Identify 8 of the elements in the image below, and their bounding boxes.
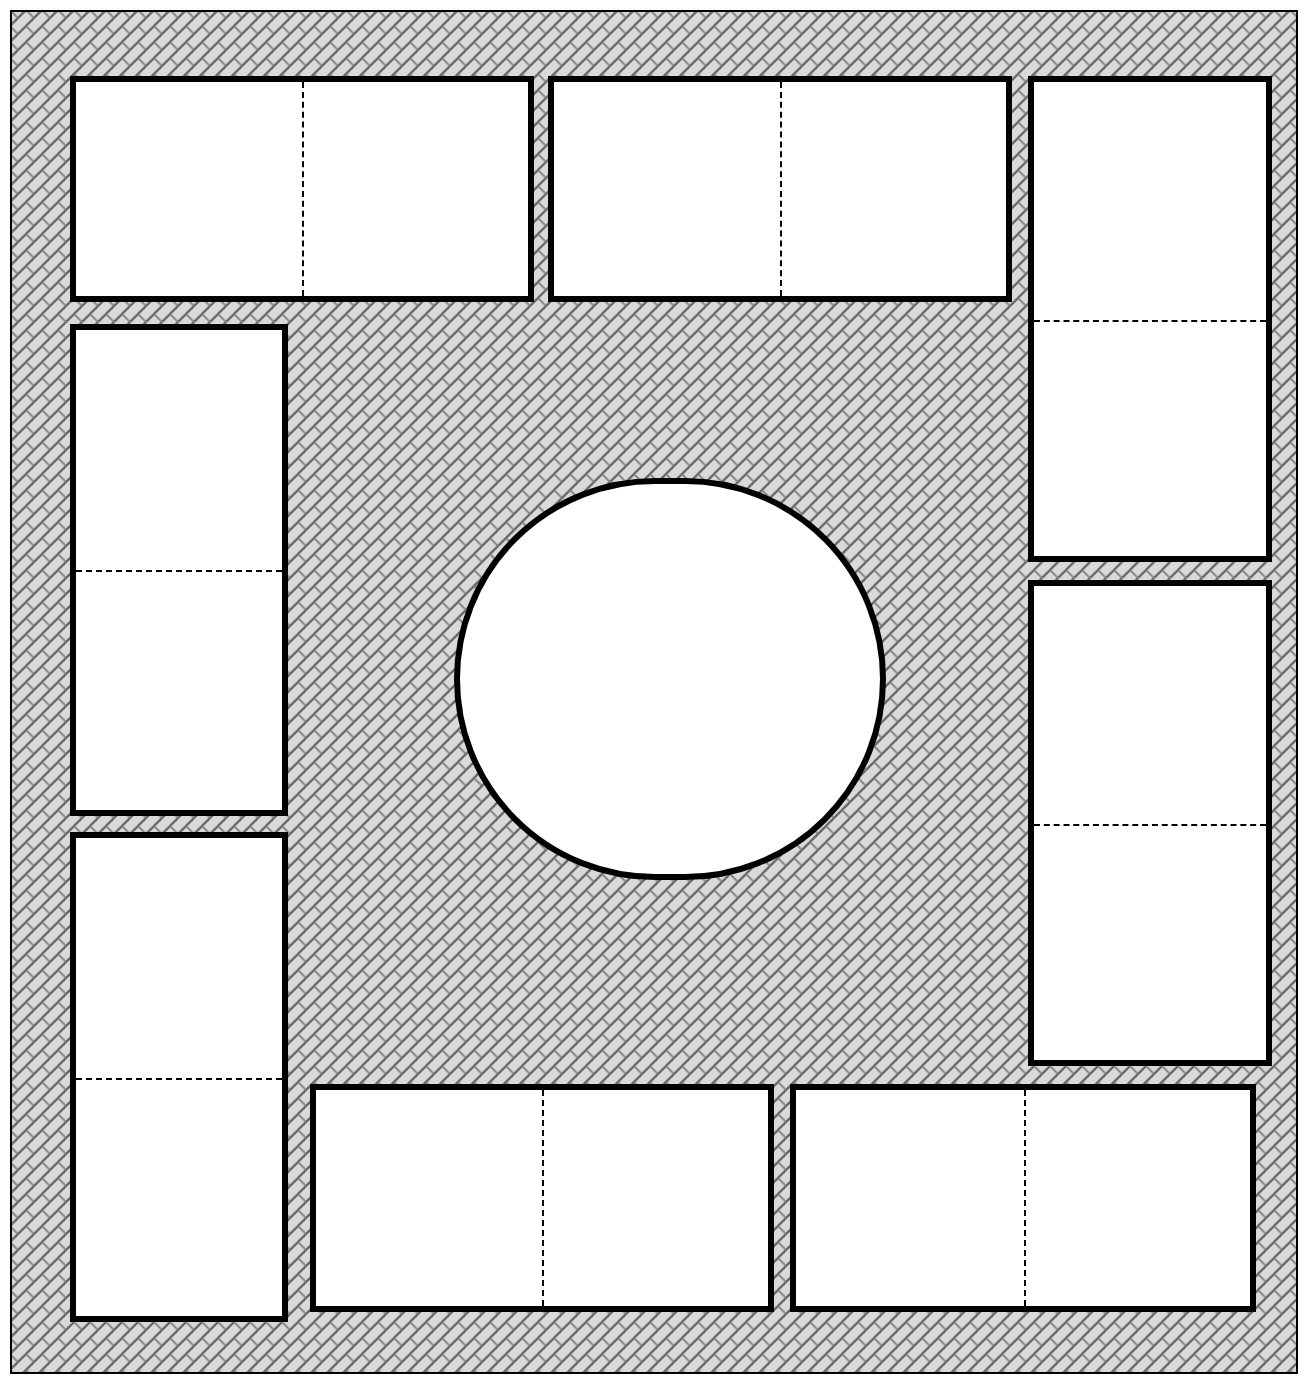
domino-tile — [70, 324, 288, 816]
domino-tile — [548, 76, 1012, 302]
domino-tile — [1028, 580, 1272, 1066]
domino-tile — [70, 76, 534, 302]
domino-tile — [1028, 76, 1272, 562]
domino-tile — [70, 832, 288, 1322]
domino-tile — [310, 1084, 774, 1312]
domino-tile — [790, 1084, 1256, 1312]
